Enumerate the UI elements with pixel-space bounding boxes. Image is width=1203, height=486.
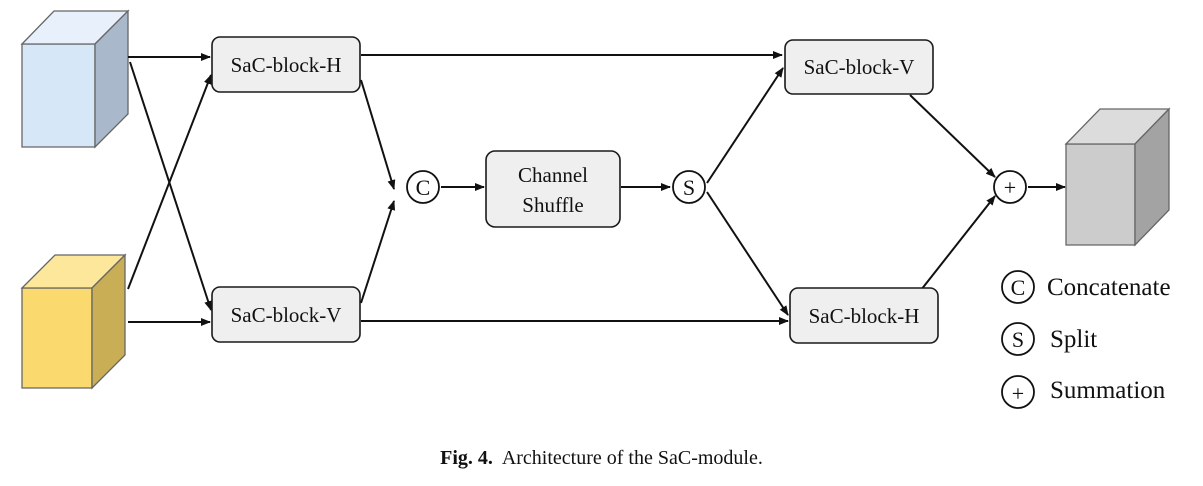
arrow-cube-top-to-block-v xyxy=(129,61,213,311)
sac-block-v-right: SaC-block-V xyxy=(784,39,934,95)
cube-top-side xyxy=(94,9,129,149)
arrow-split-to-right-block-v xyxy=(706,67,784,184)
cube-bottom-side xyxy=(91,253,126,390)
figure-label: Fig. 4. xyxy=(440,447,493,469)
legend-concat-label: Concatenate xyxy=(1047,274,1171,301)
legend-split-label: Split xyxy=(1050,326,1097,353)
arrow-right-block-h-to-sum xyxy=(920,195,996,291)
sac-block-v-right-label: SaC-block-V xyxy=(804,55,915,79)
cube-output-side xyxy=(1134,107,1170,247)
sac-block-v-left: SaC-block-V xyxy=(211,286,361,343)
arrow-split-to-right-block-h xyxy=(706,191,789,316)
channel-shuffle-block: Channel Shuffle xyxy=(485,150,621,228)
arrow-cube-bottom-to-block-h xyxy=(127,74,212,290)
legend-sum-symbol: + xyxy=(1012,381,1024,406)
channel-shuffle-label-line1: Channel xyxy=(518,163,588,187)
connection-arrows xyxy=(127,51,1066,326)
sum-operator: + xyxy=(993,170,1027,204)
figure-caption: Fig. 4. Architecture of the SaC-module. xyxy=(0,447,1203,470)
concat-operator: C xyxy=(406,170,440,204)
channel-shuffle-label-line2: Shuffle xyxy=(522,193,583,217)
cube-bottom-front xyxy=(21,287,93,389)
concat-operator-symbol: C xyxy=(416,175,431,200)
split-operator: S xyxy=(672,170,706,204)
legend-sum-label: Summation xyxy=(1050,377,1166,404)
cube-output-front xyxy=(1065,143,1136,246)
sac-block-h-left-label: SaC-block-H xyxy=(231,53,342,77)
output-feature-cube xyxy=(1064,107,1171,247)
legend-item-concatenate: C Concatenate xyxy=(1001,270,1171,304)
legend-item-summation: + Summation xyxy=(1001,375,1166,409)
arrow-block-v-to-concat xyxy=(360,200,396,304)
input-feature-cube-bottom xyxy=(20,253,127,390)
legend-item-split: S Split xyxy=(1001,322,1097,356)
arrow-right-block-v-to-sum xyxy=(909,94,996,178)
figure-caption-text: Architecture of the SaC-module. xyxy=(501,447,763,469)
split-operator-symbol: S xyxy=(683,175,695,200)
sum-operator-symbol: + xyxy=(1004,175,1016,200)
sac-block-h-right-label: SaC-block-H xyxy=(809,304,920,328)
legend-concat-symbol: C xyxy=(1011,275,1026,300)
arrow-block-h-to-concat xyxy=(360,79,396,190)
sac-block-v-left-label: SaC-block-V xyxy=(231,303,342,327)
sac-block-h-right: SaC-block-H xyxy=(789,287,939,344)
sac-module-diagram: SaC-block-H SaC-block-V Channel Shuffle … xyxy=(20,9,1171,409)
legend-split-symbol: S xyxy=(1012,327,1024,352)
legend: C Concatenate S Split + Summation xyxy=(1001,270,1171,409)
cube-top-front xyxy=(21,43,96,148)
input-feature-cube-top xyxy=(20,9,130,149)
sac-block-h-left: SaC-block-H xyxy=(211,36,361,93)
